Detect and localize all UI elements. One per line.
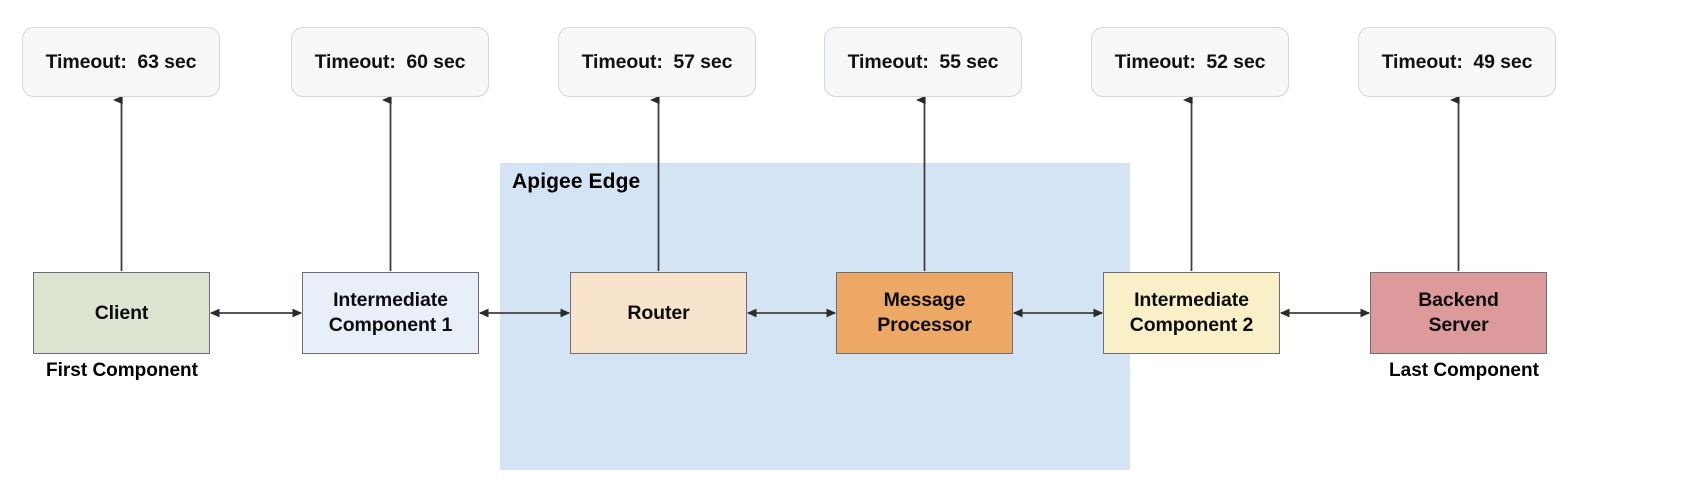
node-message-processor: Message Processor xyxy=(836,272,1013,354)
node-router: Router xyxy=(570,272,747,354)
node-client-label: Client xyxy=(94,301,149,324)
node-router-label: Router xyxy=(627,301,690,324)
timeout-router-label: Timeout: 57 sec xyxy=(581,50,733,73)
timeout-intermediate2-label: Timeout: 52 sec xyxy=(1114,50,1266,73)
timeout-backend: Timeout: 49 sec xyxy=(1358,27,1556,97)
apigee-edge-label: Apigee Edge xyxy=(512,170,641,193)
node-intermediate-2-label: Intermediate Component 2 xyxy=(1129,289,1254,336)
timeout-client-label: Timeout: 63 sec xyxy=(45,50,197,73)
node-intermediate-1-label: Intermediate Component 1 xyxy=(328,289,453,336)
caption-first: First Component xyxy=(46,360,198,381)
node-client: Client xyxy=(33,272,210,354)
node-backend-server-label: Backend Server xyxy=(1418,289,1499,336)
node-intermediate-2: Intermediate Component 2 xyxy=(1103,272,1280,354)
timeout-client: Timeout: 63 sec xyxy=(22,27,220,97)
node-backend-server: Backend Server xyxy=(1370,272,1547,354)
timeout-message-processor-label: Timeout: 55 sec xyxy=(847,50,999,73)
timeout-intermediate1: Timeout: 60 sec xyxy=(291,27,489,97)
timeout-router: Timeout: 57 sec xyxy=(558,27,756,97)
timeout-intermediate2: Timeout: 52 sec xyxy=(1091,27,1289,97)
timeout-intermediate1-label: Timeout: 60 sec xyxy=(314,50,466,73)
node-message-processor-label: Message Processor xyxy=(877,289,972,336)
timeout-message-processor: Timeout: 55 sec xyxy=(824,27,1022,97)
timeout-backend-label: Timeout: 49 sec xyxy=(1381,50,1533,73)
node-intermediate-1: Intermediate Component 1 xyxy=(302,272,479,354)
caption-last: Last Component xyxy=(1389,360,1539,381)
